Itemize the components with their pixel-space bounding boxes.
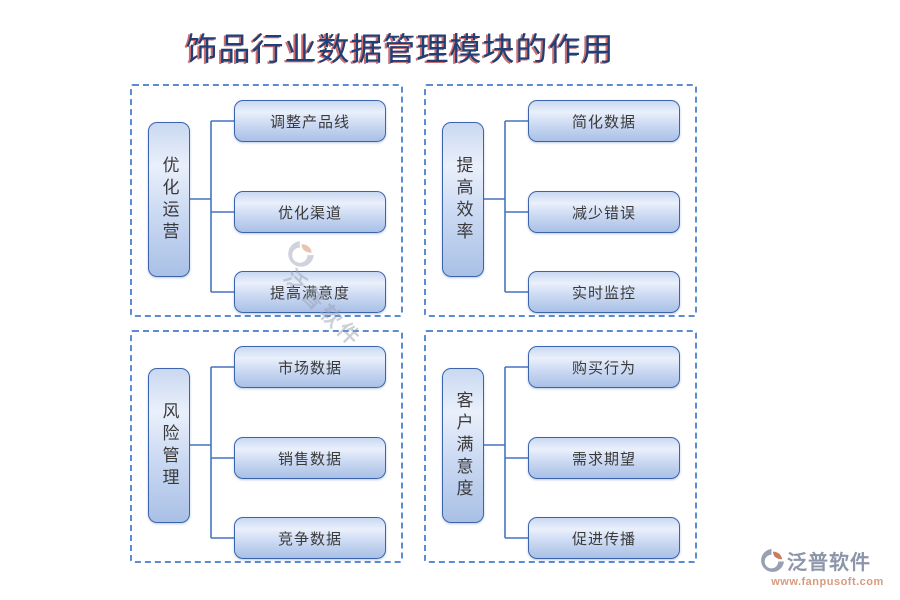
item-competition-data: 竞争数据 [234,517,386,559]
item-realtime-monitoring: 实时监控 [528,271,680,313]
fanpu-logo-icon [761,549,784,572]
section-label-optimize-operations: 优化运营 [148,122,190,277]
connector-lines [484,120,528,293]
item-simplify-data: 简化数据 [528,100,680,142]
brand-url: www.fanpusoft.com [771,576,884,588]
item-demand-expectations: 需求期望 [528,437,680,479]
item-optimize-channels: 优化渠道 [234,191,386,233]
item-improve-satisfaction: 提高满意度 [234,271,386,313]
section-optimize-operations: 优化运营 调整产品线 优化渠道 提高满意度 [130,84,403,317]
connector-lines [484,366,528,539]
item-promote-spread: 促进传播 [528,517,680,559]
section-label-improve-efficiency: 提高效率 [442,122,484,277]
item-purchase-behavior: 购买行为 [528,346,680,388]
section-customer-satisfaction: 客户满意度 购买行为 需求期望 促进传播 [424,330,697,563]
item-adjust-product-line: 调整产品线 [234,100,386,142]
item-reduce-errors: 减少错误 [528,191,680,233]
brand-name: 泛普软件 [787,552,871,574]
page-title: 饰品行业数据管理模块的作用 [185,31,615,67]
section-improve-efficiency: 提高效率 简化数据 减少错误 实时监控 [424,84,697,317]
section-label-risk-management: 风险管理 [148,368,190,523]
item-market-data: 市场数据 [234,346,386,388]
item-sales-data: 销售数据 [234,437,386,479]
connector-lines [190,366,234,539]
section-risk-management: 风险管理 市场数据 销售数据 竞争数据 [130,330,403,563]
connector-lines [190,120,234,293]
footer-brand: 泛普软件 www.fanpusoft.com [760,546,895,588]
section-label-customer-satisfaction: 客户满意度 [442,368,484,523]
